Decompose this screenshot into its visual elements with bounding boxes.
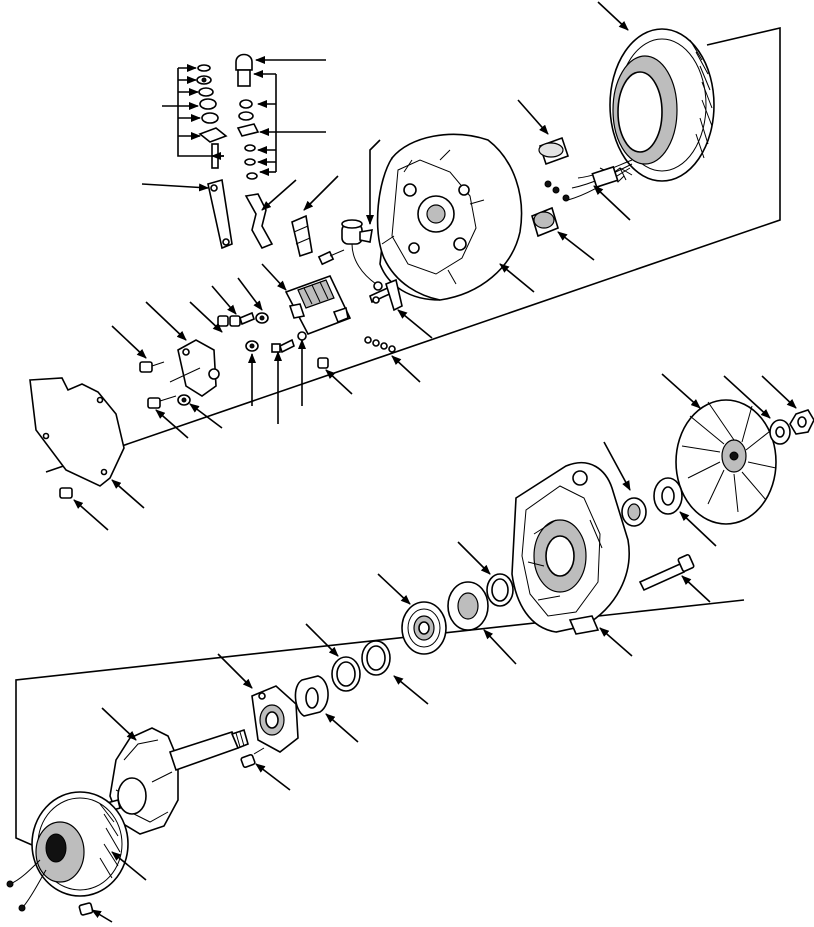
regulator-bracket — [169, 339, 220, 397]
callout-arrow — [603, 441, 631, 491]
callout-arrow — [101, 707, 137, 741]
callout-arrow — [593, 185, 631, 221]
front-bearing-spacer — [621, 497, 647, 527]
slip-ring-pulley — [6, 791, 129, 912]
bearing-spacer-sleeve — [294, 675, 329, 717]
stator-leads — [544, 159, 633, 202]
callout-arrow — [597, 1, 629, 31]
callout-arrow — [661, 373, 701, 409]
cover-screw — [59, 487, 73, 499]
callout-arrow — [557, 231, 595, 261]
bearing-retainer-ring — [486, 573, 514, 607]
callout-arrow — [499, 263, 535, 293]
slip-ring-end-frame — [376, 133, 523, 301]
callout-arrows — [73, 1, 797, 923]
callout-arrow — [189, 301, 223, 333]
hardware-stack-right — [235, 53, 260, 180]
drive-end-bearing — [401, 601, 447, 655]
bearing-collar — [331, 656, 361, 692]
callout-arrow — [483, 629, 517, 665]
pulley-washer — [769, 419, 791, 445]
bearing-retainer-plate — [251, 685, 299, 753]
callout-arrow — [517, 99, 549, 135]
terminal-strap-long — [207, 178, 233, 250]
callout-arrow — [211, 285, 237, 315]
insulator-sleeve — [255, 312, 269, 324]
callout-arrow — [111, 851, 147, 881]
rectifier-bridge — [284, 274, 352, 336]
callout-arrow — [255, 763, 291, 791]
callout-arrow — [73, 499, 109, 531]
bushing-upper — [538, 136, 570, 166]
callout-arrow — [189, 403, 223, 429]
callout-arrow — [141, 183, 209, 192]
bracket-screw-upper — [139, 361, 165, 373]
callout-arrow — [377, 573, 411, 605]
fan — [675, 399, 777, 525]
bracket-screw-lower — [147, 395, 177, 409]
pulley-nut — [789, 409, 814, 435]
callout-arrow — [261, 263, 287, 291]
callout-arrow — [217, 653, 253, 689]
bushing-lower — [531, 206, 559, 238]
callout-arrow — [155, 409, 189, 439]
callout-arrow — [111, 325, 147, 359]
callout-arrow — [681, 575, 711, 603]
callout-arrow — [761, 375, 797, 409]
terminal-bushings — [364, 336, 396, 353]
capacitor — [341, 219, 383, 291]
callout-arrow — [723, 375, 771, 419]
bridge-screw — [317, 357, 329, 369]
callout-arrow — [391, 355, 421, 383]
callout-arrow — [397, 309, 433, 339]
callout-arrow — [111, 479, 145, 509]
bearing-seal-outer — [361, 640, 391, 676]
diode-trio — [369, 278, 403, 312]
callout-arrow — [305, 623, 339, 657]
callout-arrow — [145, 301, 187, 341]
drive-end-frame — [511, 461, 630, 635]
hardware-stack-left — [196, 64, 228, 169]
retainer-screw — [240, 747, 265, 768]
bracket-nut — [177, 394, 191, 406]
callout-arrow — [325, 369, 353, 395]
terminal-strap-bent — [244, 193, 274, 250]
cover-plate — [29, 377, 125, 487]
stator-ring — [599, 28, 715, 183]
callout-arrow — [91, 909, 113, 923]
callout-arrow — [237, 277, 263, 311]
capacitor-screw — [317, 249, 345, 266]
through-bolt — [638, 554, 695, 592]
callout-arrow — [457, 541, 491, 575]
rectifier-screw-long — [229, 311, 255, 327]
regulator-screw — [217, 315, 229, 327]
callout-arrow — [303, 175, 339, 211]
callout-arrow — [261, 179, 297, 211]
callout-arrow — [325, 713, 359, 743]
rotor — [95, 727, 249, 835]
bearing-slinger — [447, 581, 489, 631]
terminal-clip — [291, 214, 313, 258]
callout-arrow — [366, 139, 381, 225]
callout-arrow — [679, 511, 717, 547]
callout-arrow — [599, 627, 633, 657]
callout-bracket — [177, 68, 224, 157]
fan-spacer — [653, 477, 683, 515]
slip-ring-screw — [78, 902, 94, 916]
rectifier-screw-short — [271, 331, 307, 354]
insulator-washer — [245, 340, 259, 352]
callout-arrow — [393, 675, 429, 705]
